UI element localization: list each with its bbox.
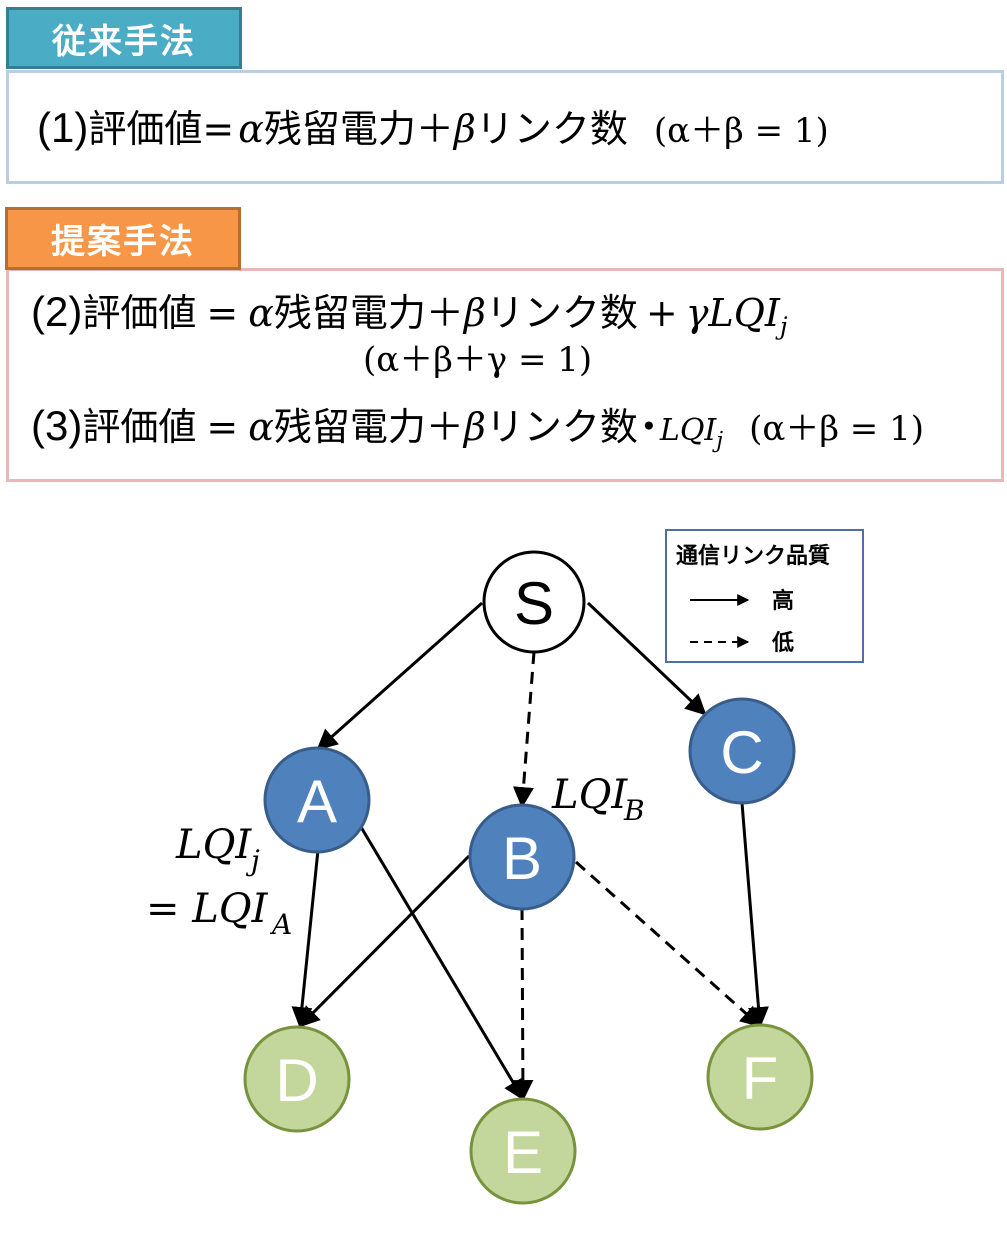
legend: 通信リンク品質 高 低 — [665, 529, 864, 663]
formula-3-term-link-count: リンク数 — [485, 405, 638, 449]
node-e-label: E — [503, 1119, 543, 1186]
formula-2: (2)評価値=α残留電力＋βリンク数+γLQIj — [31, 288, 788, 339]
formula-2-label: 評価値 — [82, 291, 197, 335]
edge-b-to-f — [575, 860, 762, 1028]
formula-1: (1)評価値=α残留電力＋βリンク数 (α＋β = 1) — [37, 107, 829, 149]
formula-2-beta: β — [463, 291, 486, 335]
edge-a-to-e — [356, 821, 525, 1101]
conventional-method-tag: 従来手法 — [6, 7, 242, 69]
edge-a-to-d — [291, 849, 320, 1029]
legend-low-label: 低 — [771, 631, 794, 656]
formula-3: (3)評価値=α残留電力＋βリンク数・LQIj (α＋β = 1) — [31, 402, 924, 453]
formula-1-condition: (α＋β = 1) — [653, 111, 829, 151]
proposed-method-panel: (2)評価値=α残留電力＋βリンク数+γLQIj (α＋β＋γ = 1) (3)… — [6, 268, 1004, 482]
formula-1-beta: β — [453, 107, 476, 151]
formula-2-alpha: α — [248, 291, 274, 335]
lqi-a-subscript: A — [269, 908, 292, 941]
node-f-label: F — [742, 1045, 779, 1112]
node-e: E — [469, 1097, 577, 1205]
legend-title: 通信リンク品質 — [676, 543, 830, 569]
formula-2-plus-2: + — [645, 291, 678, 335]
lqi-b-subscript: B — [623, 794, 645, 827]
legend-high-label: 高 — [772, 588, 794, 614]
edge-s-to-b — [513, 651, 536, 809]
formula-2-condition: (α＋β＋γ = 1) — [363, 340, 593, 380]
edge-b-to-d — [298, 854, 471, 1028]
formula-1-number: (1) — [37, 104, 89, 151]
node-c: C — [688, 697, 796, 805]
node-f: F — [706, 1023, 814, 1131]
formula-3-lqi-subscript: j — [716, 428, 724, 454]
formula-2-lqi-subscript: j — [779, 311, 788, 341]
lqi-a-text: = LQI — [146, 886, 269, 932]
node-a-label: A — [297, 768, 337, 835]
formula-1-label: 評価値= — [88, 107, 235, 151]
formula-2-term-link-count: リンク数 — [485, 291, 638, 335]
lqi-b-text: LQI — [551, 772, 628, 818]
edge-b-to-e — [512, 907, 534, 1102]
formula-3-equals: = — [206, 405, 239, 449]
node-b-label: B — [502, 825, 542, 892]
node-s-label: S — [514, 570, 554, 637]
lqi-a-label: = LQI A — [146, 886, 292, 941]
node-a: A — [263, 746, 371, 854]
formula-1-term-link-count: リンク数 — [475, 107, 628, 151]
formula-3-lqi: LQI — [659, 413, 717, 448]
edge-c-to-f — [740, 802, 769, 1029]
formula-1-term-residual-power: 残留電力 — [263, 107, 416, 151]
node-c-label: C — [720, 719, 763, 786]
formula-3-term-residual-power: 残留電力 — [273, 405, 426, 449]
node-d: D — [243, 1025, 351, 1133]
formula-2-term-residual-power: 残留電力 — [273, 291, 426, 335]
lqi-b-label: LQI B — [551, 772, 645, 827]
conventional-method-panel: (1)評価値=α残留電力＋βリンク数 (α＋β = 1) — [6, 70, 1004, 184]
proposed-method-tag: 提案手法 — [5, 207, 241, 270]
edge-s-to-a — [316, 601, 483, 751]
formula-2-gamma: γ — [685, 291, 709, 335]
formula-3-dot: ・ — [629, 405, 668, 449]
lqi-j-text: LQI — [175, 822, 252, 868]
node-s: S — [482, 550, 586, 654]
formula-1-alpha: α — [238, 107, 264, 151]
formula-2-plus: ＋ — [425, 291, 464, 335]
formula-3-beta: β — [463, 405, 486, 449]
formula-2-lqi: LQI — [708, 291, 780, 335]
formula-2-equals: = — [206, 291, 239, 335]
node-d-label: D — [275, 1047, 318, 1114]
formula-3-plus: ＋ — [425, 405, 464, 449]
formula-3-label: 評価値 — [82, 405, 197, 449]
lqi-j-label: LQI j — [175, 822, 260, 877]
edge-s-to-c — [586, 601, 707, 716]
formula-2-number: (2) — [31, 288, 83, 335]
node-b: B — [468, 803, 576, 911]
formula-1-plus: ＋ — [415, 107, 454, 151]
formula-3-alpha: α — [248, 405, 274, 449]
formula-3-number: (3) — [31, 402, 83, 449]
formula-3-condition: (α＋β = 1) — [749, 409, 924, 449]
